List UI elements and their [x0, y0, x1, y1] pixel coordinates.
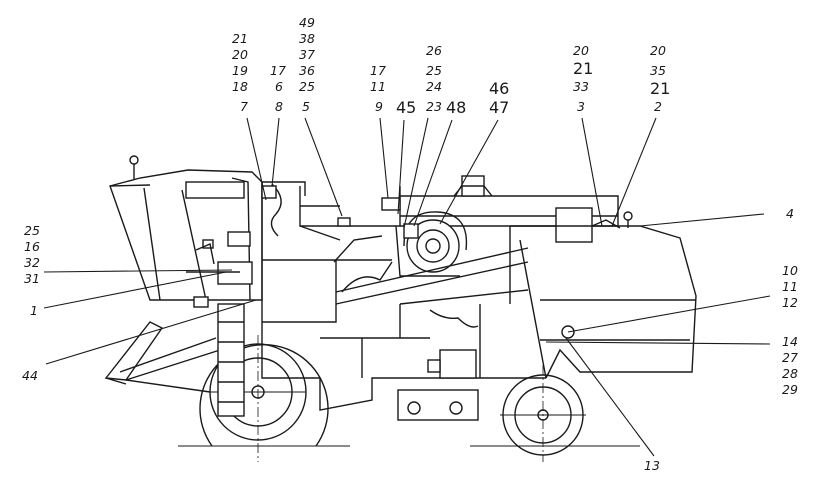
- label-35: 35: [650, 63, 666, 78]
- label-10: 10: [782, 263, 798, 278]
- label-31: 31: [24, 271, 40, 286]
- label-21-far-right: 21: [650, 79, 670, 98]
- label-25-left: 25: [24, 223, 40, 238]
- label-21-left: 21: [232, 31, 248, 46]
- label-48: 48: [446, 98, 466, 117]
- label-2: 2: [654, 99, 662, 114]
- label-17-mid: 17: [370, 63, 386, 78]
- label-25-top: 25: [299, 79, 315, 94]
- label-32: 32: [24, 255, 40, 270]
- label-17-left: 17: [270, 63, 286, 78]
- label-47: 47: [489, 98, 509, 117]
- label-28: 28: [782, 366, 798, 381]
- operator-cab: [109, 155, 263, 308]
- label-18: 18: [232, 79, 248, 94]
- label-24: 24: [426, 79, 442, 94]
- label-14: 14: [782, 334, 798, 349]
- label-49: 49: [299, 15, 315, 30]
- label-45: 45: [396, 98, 416, 117]
- label-11-mid: 11: [370, 79, 386, 94]
- label-20-far-right: 20: [650, 43, 666, 58]
- label-36: 36: [299, 63, 315, 78]
- label-23: 23: [426, 99, 442, 114]
- label-13: 13: [644, 458, 660, 473]
- label-46: 46: [489, 79, 509, 98]
- label-33: 33: [573, 79, 589, 94]
- leader-lines: [43, 117, 771, 457]
- label-9: 9: [375, 99, 383, 114]
- label-16: 16: [24, 239, 40, 254]
- label-37: 37: [299, 47, 315, 62]
- main-body: [261, 181, 546, 411]
- label-3: 3: [577, 99, 585, 114]
- label-21-right: 21: [573, 59, 593, 78]
- label-44: 44: [22, 368, 38, 383]
- label-26: 26: [426, 43, 442, 58]
- label-4: 4: [786, 206, 794, 221]
- threshing-drum: [395, 211, 468, 277]
- grain-header: [104, 321, 221, 393]
- label-19: 19: [232, 63, 248, 78]
- label-12: 12: [782, 295, 798, 310]
- sieve-section: [333, 235, 529, 328]
- label-5: 5: [302, 99, 310, 114]
- engine-block: [397, 349, 479, 421]
- callout-labels: 49 38 37 36 25 5 21 20 19 18 7 17 6 8 17…: [22, 15, 798, 473]
- label-25-mid: 25: [426, 63, 442, 78]
- label-38: 38: [299, 31, 315, 46]
- label-27: 27: [782, 350, 798, 365]
- label-1: 1: [30, 303, 38, 318]
- label-11-right: 11: [782, 279, 798, 294]
- label-20-right: 20: [573, 43, 589, 58]
- rear-wheel: [500, 374, 586, 456]
- label-6: 6: [275, 79, 283, 94]
- label-7: 7: [240, 99, 248, 114]
- label-29: 29: [782, 382, 798, 397]
- label-20-left: 20: [232, 47, 248, 62]
- rear-body: [509, 211, 697, 379]
- access-ladder: [217, 303, 245, 417]
- label-8: 8: [275, 99, 283, 114]
